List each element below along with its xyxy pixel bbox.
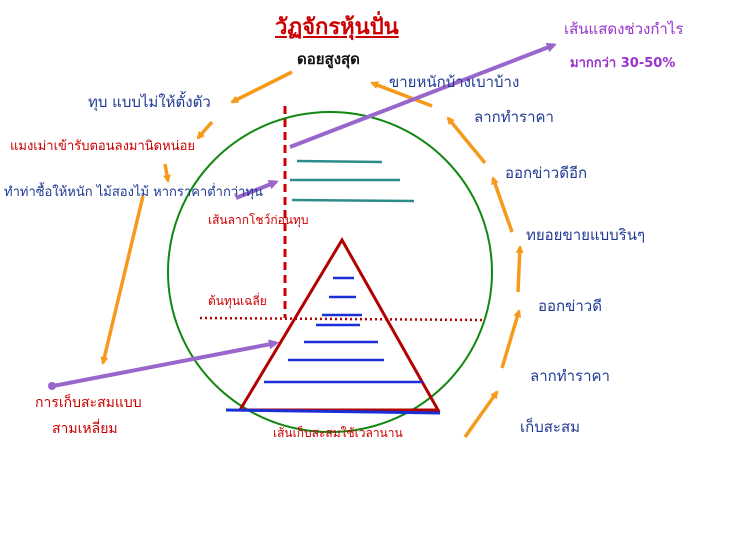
purple-arrows	[52, 42, 557, 388]
accumulation-triangle	[237, 237, 441, 412]
right-cycle-pump-2: ลากทำราคา	[474, 108, 554, 126]
left-cycle-dump: ทุบ แบบไม่ให้ตั้งตัว	[88, 93, 211, 111]
right-cycle-good-news-2: ออกข่าวดีอีก	[505, 164, 588, 182]
peak-label: ดอยสูงสุด	[297, 50, 360, 68]
right-cycle-drip-sell: ทยอยขายแบบรินๆ	[526, 226, 646, 244]
base-line-label: เส้นเก็บสะสมใช้เวลานาน	[273, 426, 403, 440]
showcase-lines	[290, 159, 415, 203]
right-cycle-good-news-1: ออกข่าวดี	[538, 297, 602, 315]
triangle-arrow-origin	[48, 382, 56, 390]
left-cycle-fake-buy: ทำท่าซื้อให้หนัก ไม้สองไม้ หากราคาต่ำกว่…	[4, 185, 263, 200]
profit-label-line1: เส้นแสดงช่วงกำไร	[564, 20, 684, 38]
triangle-label-line1: การเก็บสะสมแบบ	[35, 395, 142, 411]
left-cycle-retail-buy: แมงเม่าเข้ารับตอนลงมานิดหน่อย	[10, 139, 196, 154]
base-accumulation-line	[225, 408, 441, 415]
right-cycle-pump-1: ลากทำราคา	[530, 367, 610, 385]
average-cost-label: ต้นทุนเฉลี่ย	[208, 294, 267, 308]
diagram-title: วัฏจักรหุ้นปั่น	[275, 14, 399, 40]
average-cost-line	[199, 316, 483, 322]
accumulation-steps	[264, 276, 423, 384]
cycle-circle	[167, 111, 493, 433]
right-cycle-sell-mixed: ขายหนักบ้างเบาบ้าง	[389, 73, 520, 91]
orange-arrows-right	[370, 81, 524, 439]
triangle-label-line2: สามเหลี่ยม	[52, 421, 118, 437]
orange-arrows-left	[100, 70, 293, 365]
right-cycle-accumulate: เก็บสะสม	[520, 418, 580, 436]
profit-label-line2: มากกว่า 30-50%	[570, 56, 676, 71]
showcase-label: เส้นลากโชว์ก่อนทุบ	[208, 213, 309, 227]
